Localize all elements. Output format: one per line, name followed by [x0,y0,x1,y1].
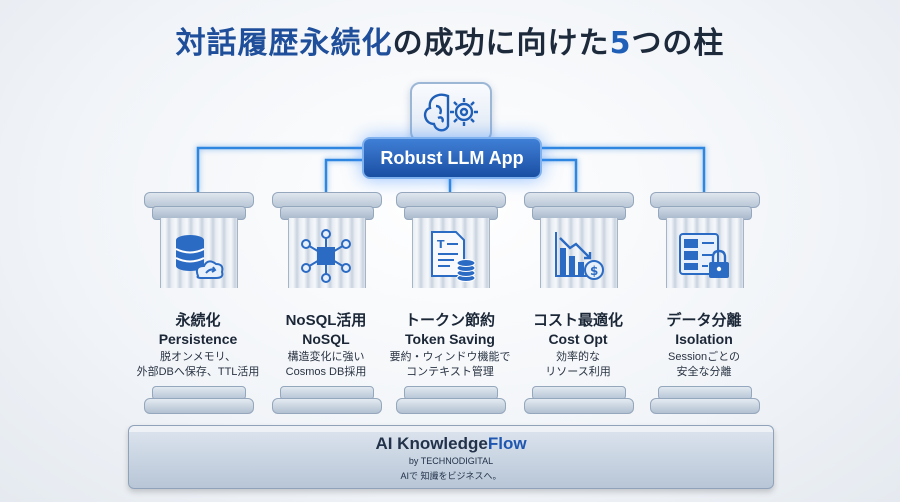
svg-text:$: $ [590,264,598,278]
brand-name: AI KnowledgeFlow [129,434,773,454]
pillar-title-en: Persistence [158,331,238,347]
brain-gear-icon [410,82,492,142]
pillar-label-nosql: NoSQL活用 NoSQL 構造変化に強い Cosmos DB採用 [251,312,401,380]
connector-line-5 [538,146,706,192]
pillar-cost-opt: $ [524,192,634,422]
pillar-title-en: Cost Opt [548,331,608,347]
pillar-title-en: Isolation [675,331,733,347]
connector-line-4 [538,158,578,192]
pillar-desc: 安全な分離 [676,366,732,378]
database-cloud-icon [175,235,224,279]
brand-name-part2: Flow [487,434,527,453]
page-title: 対話履歴永続化の成功に向けた5つの柱 [0,18,900,62]
title-part2: の成功に向けた [392,26,610,61]
brand-byline: by TECHNODIGITAL [408,456,494,466]
lock-panel-icon [679,233,729,278]
pillar-title-en: Token Saving [405,331,495,347]
pillar-desc: 効率的な [556,351,600,363]
connector-line-1 [196,146,362,192]
pillar-desc: 構造変化に強い [287,351,365,363]
pillar-desc: コンテキスト管理 [406,366,494,378]
title-part4: つの柱 [631,26,725,61]
pillar-desc: Cosmos DB採用 [285,366,367,378]
title-part1: 対話履歴永続化 [175,26,393,61]
app-box: Robust LLM App [362,137,542,179]
pillar-title-en: NoSQL [302,331,350,347]
pillar-desc: 要約・ウィンドウ機能で [389,351,511,363]
pillar-title-jp: 永続化 [175,312,221,329]
connector-line-2 [324,158,362,192]
pillar-nosql [272,192,382,422]
pillar-title-jp: コスト最適化 [532,312,623,329]
base-platform: AI KnowledgeFlow by TECHNODIGITAL AIで 知識… [128,425,774,489]
document-coins-icon: T [431,231,476,282]
pillar-isolation [650,192,760,422]
pillar-persistence [144,192,254,422]
pillar-label-isolation: データ分離 Isolation Sessionごとの安全な分離 [629,312,779,380]
pillar-desc: リソース利用 [545,366,611,378]
brand-tagline: AIで 知識をビジネスへ。 [400,471,502,481]
chart-down-dollar-icon: $ [555,232,604,280]
pillar-label-persistence: 永続化 Persistence 脱オンメモリ、外部DBへ保存、TTL活用 [123,312,273,380]
pillar-title-jp: トークン節約 [404,312,495,329]
pillar-desc: 脱オンメモリ、 [159,351,236,363]
title-part3: 5 [609,26,632,61]
pillar-label-token-saving: トークン節約 Token Saving 要約・ウィンドウ機能でコンテキスト管理 [375,312,525,380]
pillar-label-cost-opt: コスト最適化 Cost Opt 効率的なリソース利用 [503,312,653,380]
pillar-title-jp: データ分離 [666,312,742,329]
pillar-desc: Sessionごとの [667,351,741,363]
brand-name-part1: AI Knowledge [375,434,488,453]
pillar-desc: 外部DBへ保存、TTL活用 [136,366,260,378]
svg-text:T: T [437,238,445,251]
pillar-token-saving: T [396,192,506,422]
pillar-title-jp: NoSQL活用 [285,312,367,329]
network-nodes-icon [301,229,351,283]
